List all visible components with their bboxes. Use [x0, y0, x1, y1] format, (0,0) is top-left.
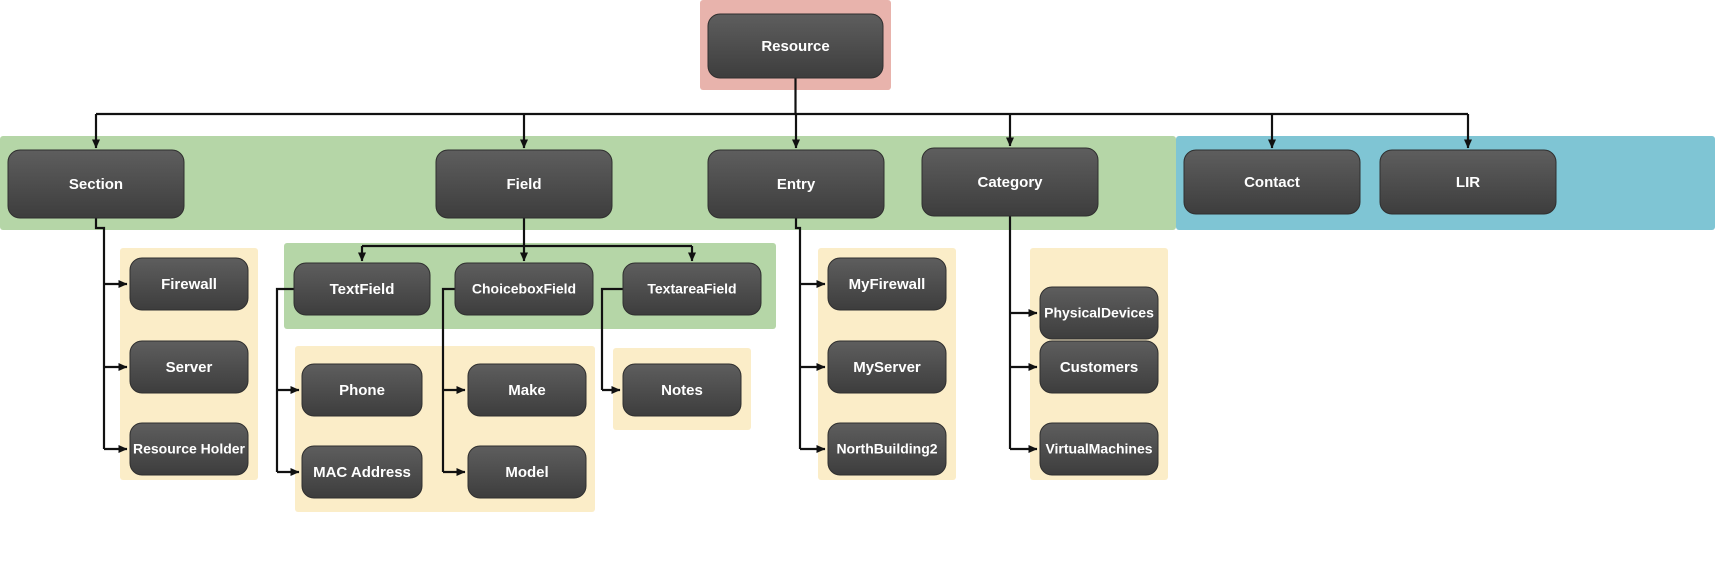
- node-box-customers[interactable]: [1039, 340, 1159, 394]
- node-box-make[interactable]: [467, 363, 587, 417]
- node-box-field[interactable]: [435, 149, 613, 219]
- node-box-notes[interactable]: [622, 363, 742, 417]
- node-server[interactable]: Server: [129, 340, 249, 394]
- node-box-northbuilding2[interactable]: [827, 422, 947, 476]
- node-textfield[interactable]: TextField: [293, 262, 431, 316]
- node-box-myserver[interactable]: [827, 340, 947, 394]
- node-myserver[interactable]: MyServer: [827, 340, 947, 394]
- node-box-lir[interactable]: [1379, 149, 1557, 215]
- node-box-physicaldevices[interactable]: [1039, 286, 1159, 340]
- node-box-section[interactable]: [7, 149, 185, 219]
- node-northbuilding2[interactable]: NorthBuilding2: [827, 422, 947, 476]
- node-box-entry[interactable]: [707, 149, 885, 219]
- node-resource-holder[interactable]: Resource Holder: [129, 422, 249, 476]
- node-customers[interactable]: Customers: [1039, 340, 1159, 394]
- node-choiceboxfield[interactable]: ChoiceboxField: [454, 262, 594, 316]
- node-physicaldevices[interactable]: PhysicalDevices: [1039, 286, 1159, 340]
- node-phone[interactable]: Phone: [301, 363, 423, 417]
- node-box-virtualmachines[interactable]: [1039, 422, 1159, 476]
- node-box-phone[interactable]: [301, 363, 423, 417]
- node-box-myfirewall[interactable]: [827, 257, 947, 311]
- node-box-textfield[interactable]: [293, 262, 431, 316]
- edge-section-trunk: [94, 218, 106, 449]
- node-firewall[interactable]: Firewall: [129, 257, 249, 311]
- node-box-category[interactable]: [921, 147, 1099, 217]
- node-mac-address[interactable]: MAC Address: [301, 445, 423, 499]
- node-box-resource-holder[interactable]: [129, 422, 249, 476]
- node-box-server[interactable]: [129, 340, 249, 394]
- edge-textareafield-trunk: [600, 287, 623, 390]
- node-contact[interactable]: Contact: [1183, 149, 1361, 215]
- edge-textfield-trunk: [275, 287, 294, 472]
- node-virtualmachines[interactable]: VirtualMachines: [1039, 422, 1159, 476]
- node-lir[interactable]: LIR: [1379, 149, 1557, 215]
- node-box-resource[interactable]: [707, 13, 884, 79]
- node-resource[interactable]: Resource: [707, 13, 884, 79]
- node-field[interactable]: Field: [435, 149, 613, 219]
- node-box-model[interactable]: [467, 445, 587, 499]
- node-myfirewall[interactable]: MyFirewall: [827, 257, 947, 311]
- edge-entry-trunk: [794, 218, 802, 449]
- node-box-contact[interactable]: [1183, 149, 1361, 215]
- node-textareafield[interactable]: TextareaField: [622, 262, 762, 316]
- node-notes[interactable]: Notes: [622, 363, 742, 417]
- node-box-mac-address[interactable]: [301, 445, 423, 499]
- node-section[interactable]: Section: [7, 149, 185, 219]
- node-model[interactable]: Model: [467, 445, 587, 499]
- node-category[interactable]: Category: [921, 147, 1099, 217]
- node-make[interactable]: Make: [467, 363, 587, 417]
- node-box-choiceboxfield[interactable]: [454, 262, 594, 316]
- edge-choiceboxfield-trunk: [441, 287, 455, 472]
- node-entry[interactable]: Entry: [707, 149, 885, 219]
- node-box-firewall[interactable]: [129, 257, 249, 311]
- node-box-textareafield[interactable]: [622, 262, 762, 316]
